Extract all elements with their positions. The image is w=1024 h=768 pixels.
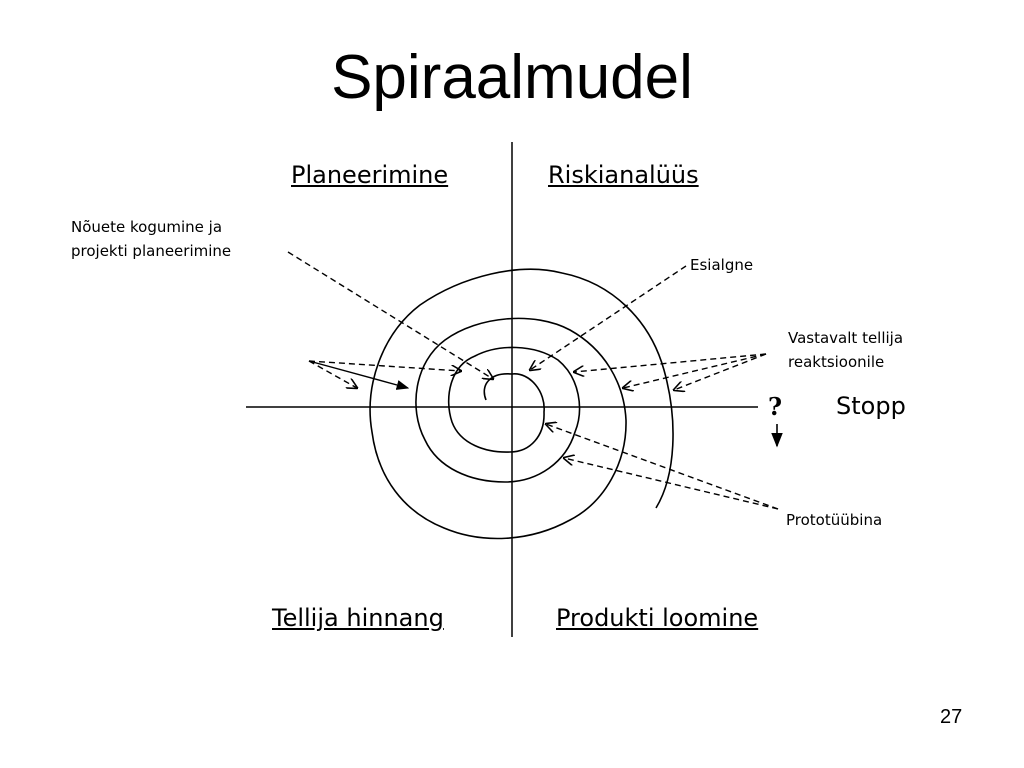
customer-reaction-line-1: Vastavalt tellija (788, 329, 904, 347)
slide-title: Spiraalmudel (331, 43, 693, 112)
quadrant-planning-label: Planeerimine (291, 161, 449, 189)
prototype-annotation: Prototüübina (786, 511, 883, 529)
customer-reaction-line-2: reaktsioonile (788, 353, 885, 371)
page-number: 27 (940, 706, 963, 728)
requirements-annotation: Nõuete kogumine ja projekti planeerimine (71, 215, 231, 263)
quadrant-product-creation-label: Produkti loomine (556, 604, 759, 632)
requirements-line-1: Nõuete kogumine ja (71, 218, 223, 236)
decision-question-mark: ? (768, 392, 783, 421)
customer-reaction-annotation: Vastavalt tellija reaktsioonile (788, 326, 903, 374)
initial-annotation: Esialgne (690, 256, 754, 274)
stop-label: Stopp (836, 392, 906, 420)
quadrant-customer-evaluation-label: Tellija hinnang (272, 604, 444, 632)
quadrant-risk-analysis-label: Riskianalüüs (548, 161, 699, 189)
requirements-line-2: projekti planeerimine (71, 242, 232, 260)
spiral-curve (369, 268, 674, 540)
